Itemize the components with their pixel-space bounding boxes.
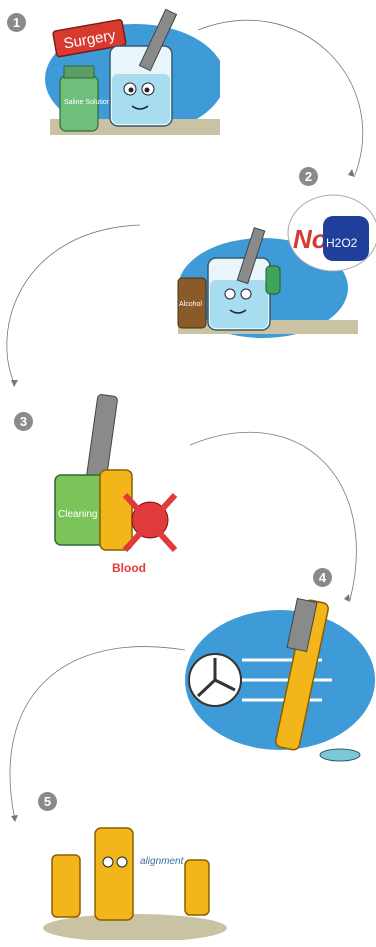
step-number-5: 5 (38, 792, 57, 811)
bur-center (95, 828, 133, 920)
eye-left (225, 289, 235, 299)
step-5-illustration: alignment (40, 820, 230, 940)
arrow-4-to-5 (10, 647, 185, 820)
pupil-right (145, 88, 150, 93)
arrow-2-to-3 (7, 225, 140, 385)
saline-bottle-cap (64, 66, 94, 78)
eye-left (103, 857, 113, 867)
step-1-illustration: Surgery Saline Solution (40, 4, 220, 139)
step-number-3: 3 (14, 412, 33, 431)
water-puddle (320, 749, 360, 761)
instrument (86, 394, 118, 481)
step-2-illustration: No H2O2 Alcohol (168, 188, 376, 348)
bur-left (52, 855, 80, 917)
bur-right (185, 860, 209, 915)
step-3-illustration: Cleaning Blood (50, 390, 190, 580)
alignment-label: alignment (140, 856, 185, 867)
beaker-water (210, 280, 268, 328)
step-number-2: 2 (299, 167, 318, 186)
step-number-1: 1 (7, 13, 26, 32)
pupil-left (129, 88, 134, 93)
eye-right (241, 289, 251, 299)
h2o2-label: H2O2 (326, 236, 358, 250)
arrow-head-2 (11, 380, 18, 387)
ground (43, 914, 227, 940)
step-4-illustration (180, 590, 376, 770)
saline-bottle-label: Saline Solution (64, 99, 111, 106)
arrow-head-1 (348, 169, 355, 177)
step-number-4: 4 (313, 568, 332, 587)
arrow-1-to-2 (198, 20, 363, 175)
yellow-sleeve (100, 470, 132, 550)
cleaning-label: Cleaning (58, 509, 97, 520)
alcohol-label: Alcohol (179, 301, 202, 308)
brush (266, 266, 280, 294)
no-label: No (293, 224, 328, 254)
eye-right (117, 857, 127, 867)
beaker-water (112, 74, 170, 124)
arrow-head-4 (11, 815, 18, 822)
blood-label: Blood (112, 561, 146, 575)
